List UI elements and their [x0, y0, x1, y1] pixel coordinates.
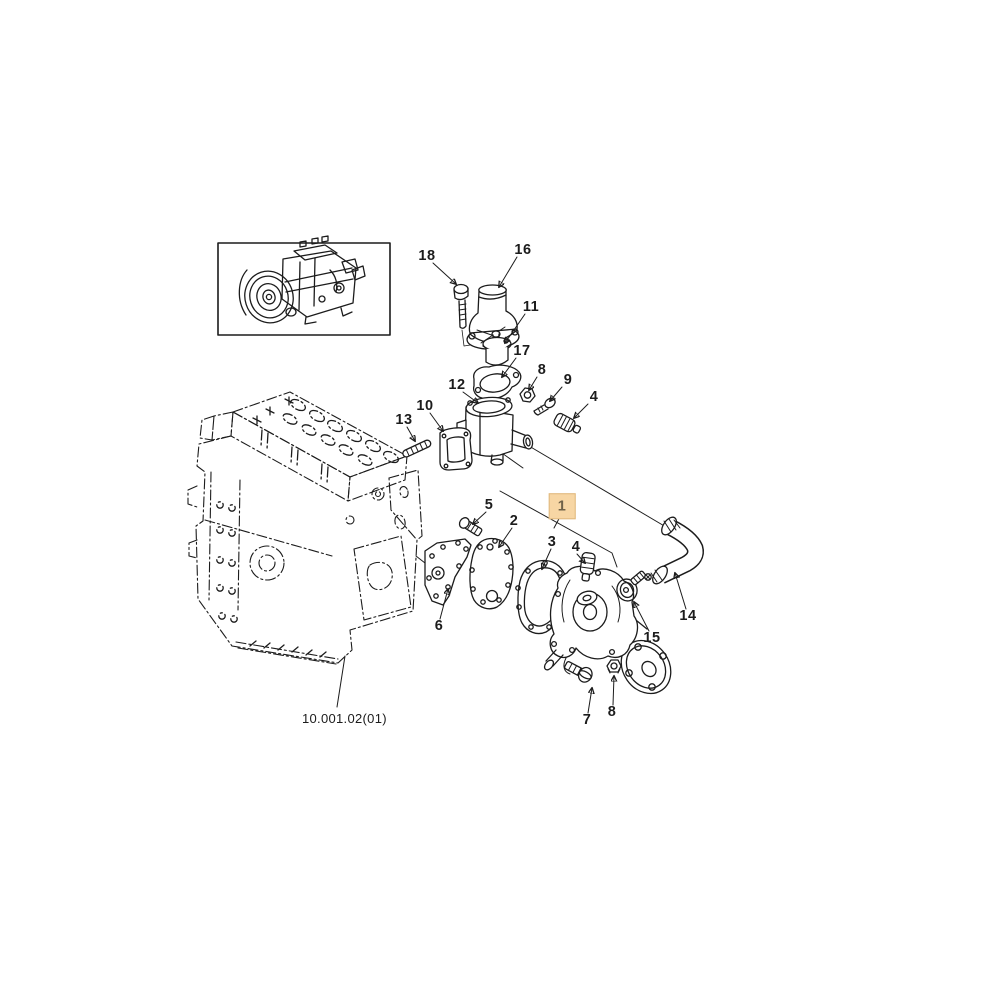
callout-14[interactable]: 14	[679, 607, 697, 624]
callout-11[interactable]: 11	[522, 298, 540, 315]
callout-5[interactable]: 5	[484, 496, 494, 513]
callout-8[interactable]: 8	[607, 703, 617, 720]
callout-17[interactable]: 17	[513, 342, 531, 359]
engine-block-drawing	[187, 391, 444, 708]
callout-2[interactable]: 2	[509, 512, 519, 529]
gasket-10-drawing	[439, 427, 473, 471]
hose-14-drawing	[650, 516, 704, 585]
callout-9[interactable]: 9	[563, 371, 573, 388]
gasket-17-drawing	[472, 364, 522, 400]
callout-13[interactable]: 13	[395, 411, 413, 428]
callout-15[interactable]: 15	[643, 629, 661, 646]
callout-18[interactable]: 18	[418, 247, 436, 264]
callout-8[interactable]: 8	[537, 361, 547, 378]
bolt-7-drawing	[564, 661, 593, 683]
callout-1-selected[interactable]: 1	[548, 493, 576, 519]
back-plate-6-drawing	[424, 538, 472, 606]
bolt-5-drawing	[458, 517, 483, 537]
water-pump-1-drawing	[543, 565, 672, 695]
hose-clamp-15-drawing	[616, 570, 652, 602]
bolt-18-drawing	[453, 283, 469, 329]
leader-lines	[406, 256, 687, 714]
callout-16[interactable]: 16	[514, 241, 532, 258]
nut-8b-drawing	[606, 659, 622, 674]
stud-13-drawing	[402, 439, 432, 458]
callout-10[interactable]: 10	[416, 397, 434, 414]
gasket-2-drawing	[469, 537, 514, 610]
callout-3[interactable]: 3	[547, 533, 557, 550]
thermostat-11-drawing	[482, 330, 512, 366]
reference-code[interactable]: 10.001.02(01)	[302, 711, 387, 726]
callout-7[interactable]: 7	[582, 711, 592, 728]
plug-4a-drawing	[553, 412, 582, 434]
nut-8a-drawing	[519, 387, 536, 403]
callout-12[interactable]: 12	[448, 376, 466, 393]
bolt-9-drawing	[533, 397, 556, 416]
callout-6[interactable]: 6	[434, 617, 444, 634]
engine-thumbnail	[217, 235, 391, 336]
callout-4[interactable]: 4	[589, 388, 599, 405]
callout-4[interactable]: 4	[571, 538, 581, 555]
